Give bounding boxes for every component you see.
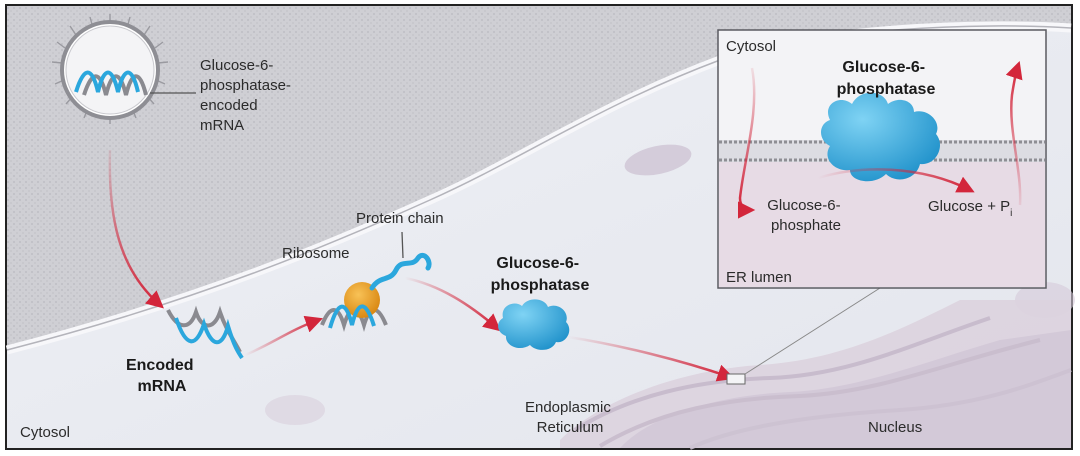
encoded-mrna-icon	[166, 305, 244, 360]
er-label: Endoplasmic Reticulum	[525, 399, 615, 436]
inset-panel: Cytosol Glucose-6- phosphatase Glucose-6…	[717, 29, 1047, 289]
protein-chain-icon	[369, 252, 432, 291]
inset-cytosol-label: Cytosol	[726, 38, 776, 55]
organelle-shape	[624, 144, 692, 176]
arrow-enzyme-to-er	[567, 335, 735, 382]
er-lumen-region	[719, 160, 1045, 287]
arrow-enzyme-to-product	[817, 168, 975, 193]
organelle-shape	[265, 395, 325, 425]
arrow-substrate-in	[737, 67, 756, 219]
nucleus-label: Nucleus	[868, 419, 922, 436]
arrow-vesicle-to-mrna	[108, 149, 164, 309]
vesicle-mrna-label: Glucose-6- phosphatase- encoded mRNA	[200, 57, 295, 134]
protein-chain-label: Protein chain	[356, 210, 444, 227]
mrna-helix-icon	[74, 70, 148, 96]
inset-substrate-label: Glucose-6- phosphate	[767, 197, 845, 234]
arrow-mrna-to-ribosome	[244, 315, 323, 357]
zoom-connector	[744, 287, 881, 375]
ribosome-label: Ribosome	[282, 245, 350, 262]
cytosol-label: Cytosol	[20, 424, 70, 441]
inset-enzyme-label: Glucose-6- phosphatase	[837, 59, 936, 98]
ribosome-icon	[344, 282, 380, 318]
vesicle	[51, 14, 196, 124]
encoded-mrna-label: Encoded mRNA	[126, 357, 198, 395]
inset-enzyme-icon	[821, 92, 941, 182]
ribosome-complex	[320, 231, 432, 332]
inset-product-label: Glucose + Pi	[928, 198, 1012, 219]
enzyme-label: Glucose-6- phosphatase	[491, 255, 590, 294]
endoplasmic-reticulum	[560, 300, 1072, 450]
enzyme-icon	[498, 299, 570, 350]
arrow-ribosome-to-enzyme	[404, 276, 501, 332]
zoom-marker	[726, 373, 746, 385]
arrow-product-out	[1005, 61, 1023, 206]
inset-lumen-label: ER lumen	[726, 269, 792, 286]
